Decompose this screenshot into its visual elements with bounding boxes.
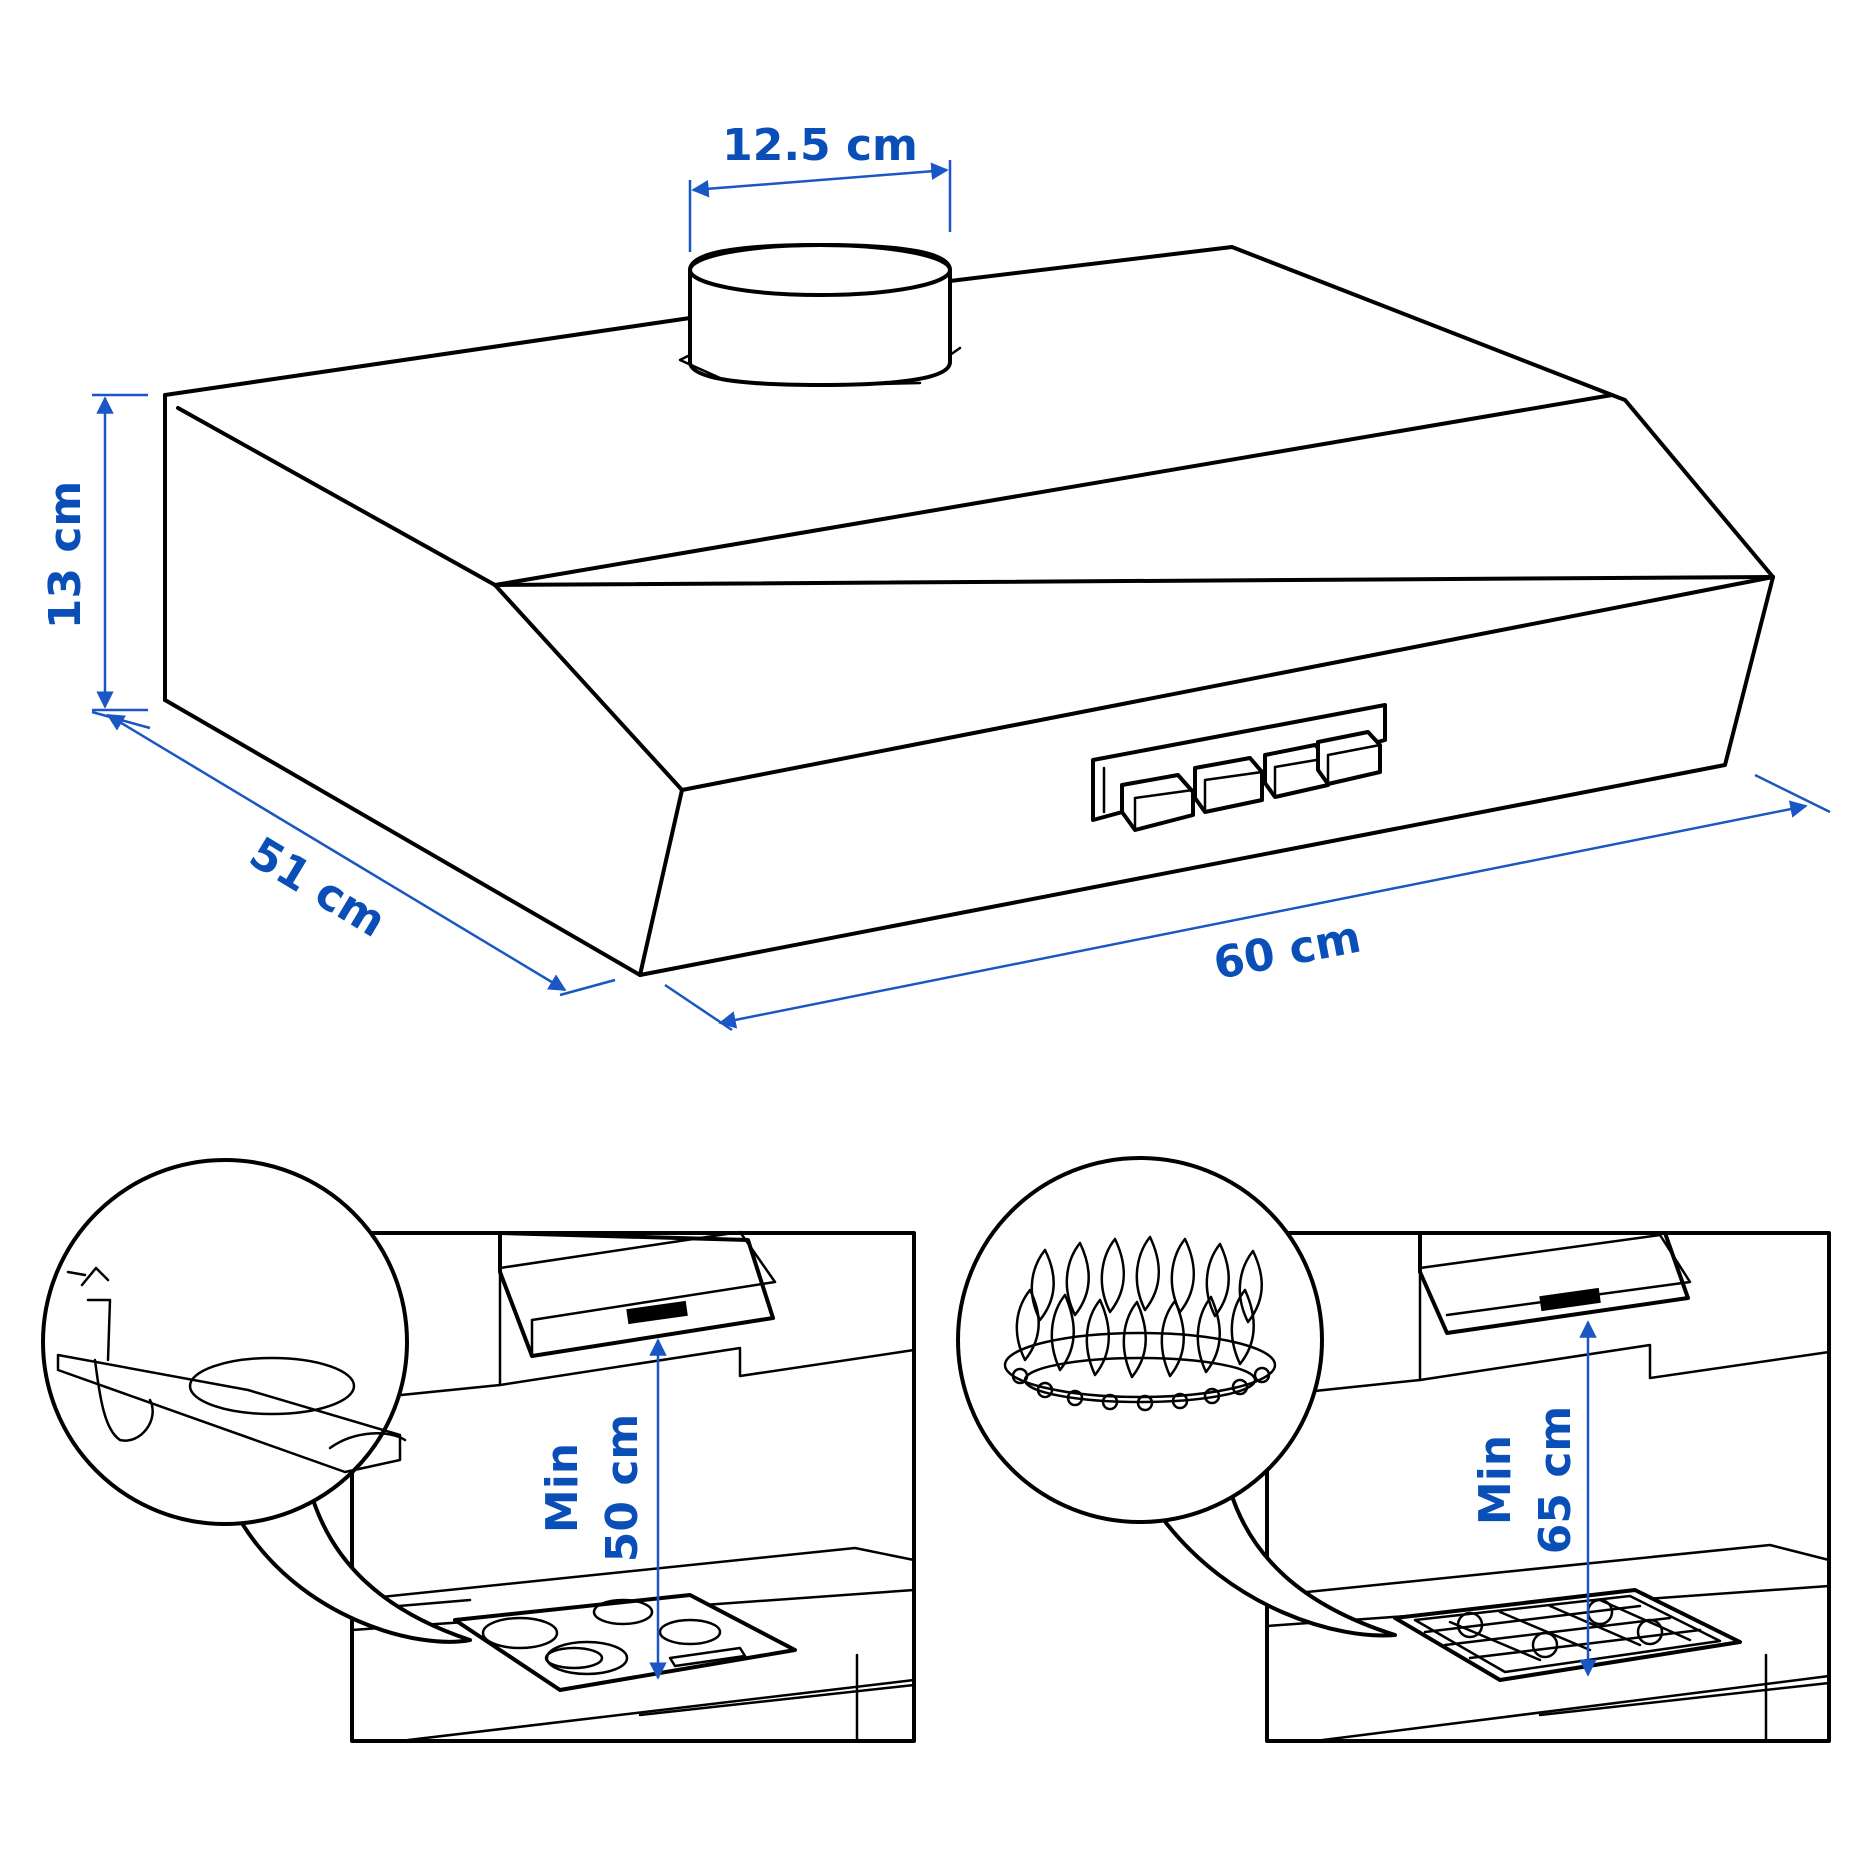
electric-hob-clearance-line2: 50 cm (597, 1414, 648, 1562)
dimension-duct: 12.5 cm (688, 120, 952, 252)
control-button-3 (1263, 743, 1330, 799)
electric-hob-cooktop (453, 1593, 797, 1692)
dimension-depth-label: 51 cm (241, 827, 395, 947)
dimension-width: 60 cm (664, 773, 1831, 1032)
electric-hob-magnifier (41, 1158, 472, 1644)
dimension-height-label: 13 cm (40, 481, 91, 629)
dimension-height: 13 cm (40, 393, 148, 712)
range-hood-drawing (163, 243, 1775, 977)
gas-hob-magnifier (956, 1156, 1397, 1638)
control-button-1 (1120, 773, 1195, 832)
gas-flame-ring (1003, 1235, 1277, 1412)
gas-hob-clearance-line2: 65 cm (1530, 1406, 1581, 1554)
gas-hob-cooktop (1393, 1588, 1742, 1682)
control-button-2 (1193, 756, 1264, 814)
duct-collar (678, 243, 962, 387)
dimension-width-label: 60 cm (1209, 912, 1364, 990)
electric-hob-panel: Min 50 cm (41, 1158, 916, 1743)
gas-hob-clearance-line1: Min (1470, 1435, 1521, 1525)
electric-hob-clearance-line1: Min (537, 1443, 588, 1533)
gas-hob-hood (1418, 1231, 1692, 1335)
control-button-4 (1316, 730, 1382, 786)
dimension-depth: 51 cm (91, 710, 616, 997)
control-panel (1091, 703, 1387, 832)
gas-hob-panel: Min 65 cm (956, 1156, 1831, 1743)
dimension-duct-label: 12.5 cm (722, 120, 918, 171)
electric-hob-hood (498, 1230, 777, 1358)
